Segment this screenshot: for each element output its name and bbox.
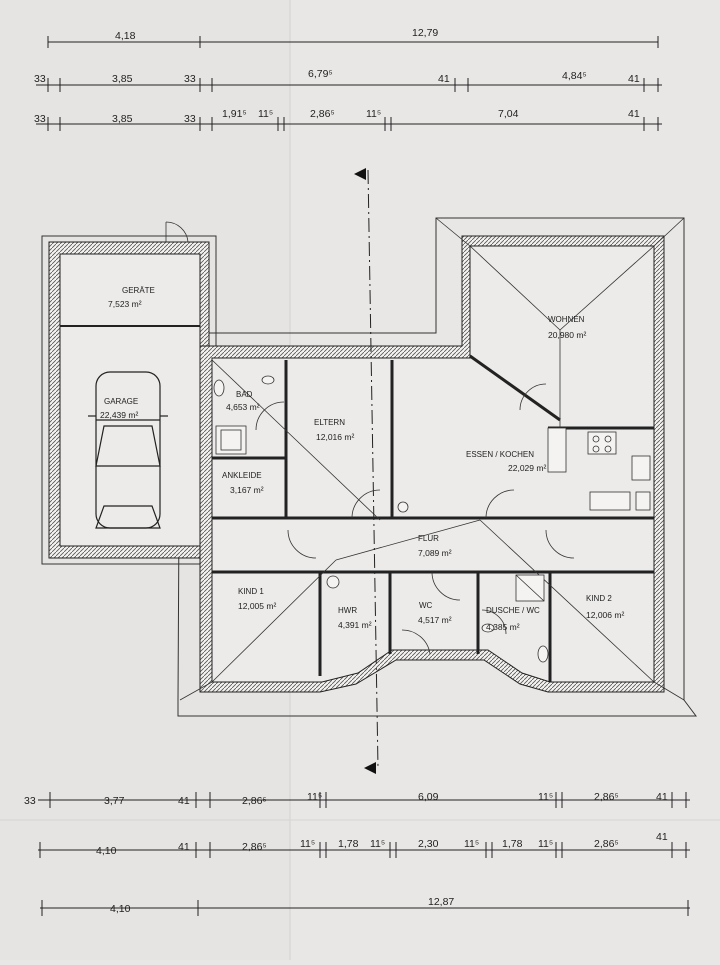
dim-label: 41 <box>178 841 190 853</box>
room-area: 12,005 m² <box>238 601 276 611</box>
dim-label: 4,84⁵ <box>562 70 587 82</box>
dim-label: 2,30 <box>418 838 439 850</box>
dim-label: 11⁵ <box>307 791 322 803</box>
dim-label: 2,86⁵ <box>594 838 619 850</box>
dim-label: 11⁵ <box>464 838 479 850</box>
dim-label: 6,79⁵ <box>308 68 333 80</box>
dim-label: 11⁵ <box>538 791 553 803</box>
dim-label: 41 <box>628 108 640 120</box>
dim-label: 6,09 <box>418 791 439 803</box>
heater-icon <box>397 501 409 513</box>
dim-label: 3,85 <box>112 113 133 125</box>
top-dimension-labels: 4,18 12,79 33 3,85 33 6,79⁵ 41 4,84⁵ 41 … <box>34 27 640 125</box>
dim-label: 4,10 <box>110 903 131 915</box>
section-axis <box>354 168 379 774</box>
room-name: ANKLEIDE <box>222 471 262 480</box>
fixtures <box>213 375 651 663</box>
roof-lines <box>179 217 685 701</box>
room-area: 3,167 m² <box>230 485 264 495</box>
dim-label: 33 <box>24 795 36 807</box>
room-area: 7,523 m² <box>108 299 142 309</box>
room-area: 22,029 m² <box>508 463 546 473</box>
dim-label: 41 <box>628 73 640 85</box>
bottom-dimension-labels: 33 3,77 41 2,86⁵ 11⁵ 6,09 11⁵ 2,86⁵ 41 4… <box>24 791 668 915</box>
dim-label: 33 <box>34 73 46 85</box>
dim-label: 41 <box>656 791 668 803</box>
room-name: WC <box>419 601 433 610</box>
sink-icon <box>261 375 275 385</box>
dim-label: 3,85 <box>112 73 133 85</box>
dim-label: 4,10 <box>96 845 117 857</box>
room-area: 12,006 m² <box>586 610 624 620</box>
room-name: ESSEN / KOCHEN <box>466 450 534 459</box>
dim-label: 7,04 <box>498 108 519 120</box>
dim-label: 33 <box>34 113 46 125</box>
dim-label: 1,78 <box>338 838 359 850</box>
room-area: 4,385 m² <box>486 622 520 632</box>
top-dimension-lines <box>36 36 662 131</box>
room-area: 4,391 m² <box>338 620 372 630</box>
room-name: ELTERN <box>314 418 345 427</box>
dim-label: 41 <box>656 831 668 843</box>
dim-label: 1,91⁵ <box>222 108 247 120</box>
dim-label: 11⁵ <box>300 838 315 850</box>
room-area: 20,980 m² <box>548 330 586 340</box>
room-name: HWR <box>338 606 357 615</box>
room-area: 4,653 m² <box>226 402 260 412</box>
bottom-dimension-lines <box>38 792 690 916</box>
dim-label: 33 <box>184 113 196 125</box>
dim-label: 11⁵ <box>366 108 381 120</box>
room-name: DUSCHE / WC <box>486 606 540 615</box>
dim-label: 3,77 <box>104 795 125 807</box>
washer-icon <box>326 575 340 589</box>
room-area: 12,016 m² <box>316 432 354 442</box>
section-arrow-top-icon <box>354 168 366 180</box>
dim-label: 12,87 <box>428 896 454 908</box>
dim-label: 41 <box>438 73 450 85</box>
dim-label: 12,79 <box>412 27 438 39</box>
dim-label: 11⁵ <box>370 838 385 850</box>
section-arrow-bottom-icon <box>364 762 376 774</box>
room-area: 7,089 m² <box>418 548 452 558</box>
stove-icon <box>587 431 617 455</box>
dim-label: 11⁵ <box>538 838 553 850</box>
room-name: GERÄTE <box>122 286 155 295</box>
kitchen-counter-icon <box>589 491 631 511</box>
room-area: 22,439 m² <box>100 410 138 420</box>
dim-label: 2,86⁵ <box>594 791 619 803</box>
room-name: WOHNEN <box>548 315 585 324</box>
dim-label: 2,86⁵ <box>242 841 267 853</box>
room-name: BAD <box>236 390 253 399</box>
dim-label: 41 <box>178 795 190 807</box>
door-swings <box>165 221 575 655</box>
toilet-icon <box>537 645 549 663</box>
dim-label: 33 <box>184 73 196 85</box>
room-name: FLUR <box>418 534 439 543</box>
dim-label: 4,18 <box>115 30 136 42</box>
dim-label: 1,78 <box>502 838 523 850</box>
dim-label: 2,86⁵ <box>310 108 335 120</box>
interior-walls <box>212 354 654 682</box>
room-labels: GERÄTE 7,523 m² GARAGE 22,439 m² BAD 4,6… <box>100 286 624 632</box>
room-name: KIND 1 <box>238 587 264 596</box>
room-name: GARAGE <box>104 397 138 406</box>
sink-icon <box>481 623 495 633</box>
room-name: KIND 2 <box>586 594 612 603</box>
kitchen-sink-icon <box>631 455 651 481</box>
toilet-icon <box>213 379 225 397</box>
dim-label: 11⁵ <box>258 108 273 120</box>
dim-label: 2,86⁵ <box>242 795 267 807</box>
room-area: 4,517 m² <box>418 615 452 625</box>
car-icon <box>88 371 168 529</box>
